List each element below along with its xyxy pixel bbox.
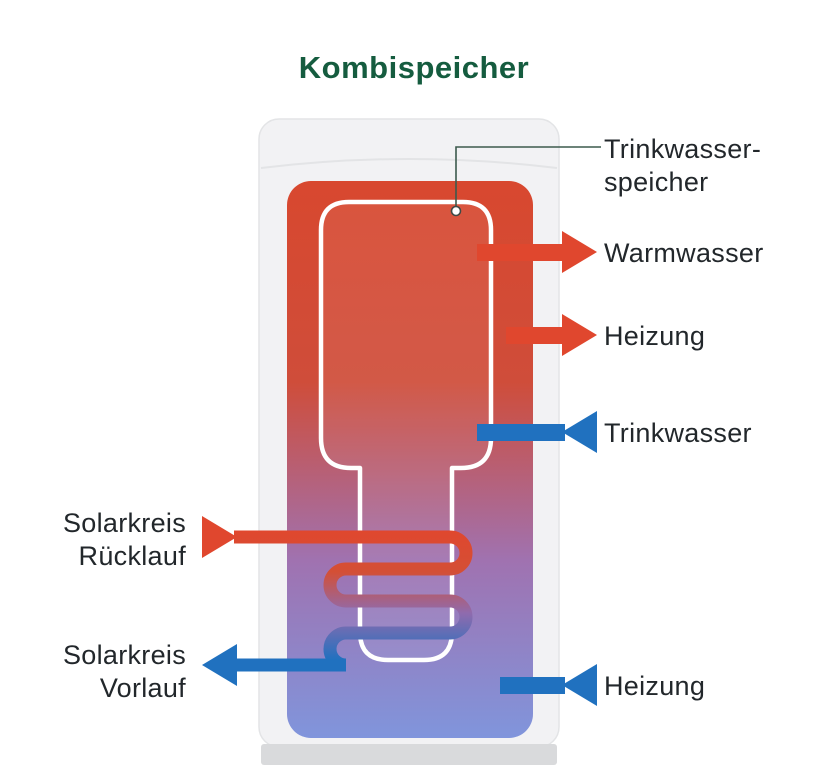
arrow-shaft — [477, 424, 565, 441]
trinkwasser-arrow — [477, 411, 597, 453]
label-heizung-return: Heizung — [604, 671, 706, 701]
label-solarkreis-vorlauf-line1: Solarkreis — [62, 640, 186, 670]
page-title: Kombispeicher — [298, 50, 530, 85]
label-warmwasser: Warmwasser — [604, 238, 764, 268]
arrow-head — [562, 314, 597, 356]
tank-base — [261, 744, 557, 765]
tank-lid-seam — [260, 158, 558, 169]
arrow-head — [562, 231, 597, 273]
arrow-head — [562, 664, 597, 706]
arrow-head — [562, 411, 597, 453]
solar-coil — [234, 530, 473, 672]
solar-vorlauf-arrow-head — [202, 644, 237, 686]
label-heizung-supply: Heizung — [604, 321, 706, 351]
label-solarkreis-ruecklauf-line1: Solarkreis — [62, 508, 186, 538]
label-solarkreis-vorlauf-line2: Vorlauf — [99, 673, 186, 703]
label-trinkwasserspeicher-line2: speicher — [604, 167, 709, 197]
arrow-shaft — [477, 244, 564, 261]
label-solarkreis-vorlauf: Solarkreis Vorlauf — [22, 639, 186, 705]
label-trinkwasserspeicher-line1: Trinkwasser- — [604, 134, 762, 164]
arrow-shaft — [500, 677, 565, 694]
inner-vessel-outline — [318, 199, 494, 663]
label-trinkwasserspeicher: Trinkwasser- speicher — [604, 133, 761, 199]
solar-ruecklauf-arrow-head — [202, 516, 237, 558]
arrow-shaft — [506, 327, 564, 344]
label-trinkwasser: Trinkwasser — [604, 418, 752, 448]
label-solarkreis-ruecklauf: Solarkreis Rücklauf — [22, 507, 186, 573]
leader-line — [455, 146, 601, 206]
heizung-return-arrow — [500, 664, 597, 706]
leader-dot — [450, 205, 462, 217]
warmwasser-arrow — [477, 231, 597, 273]
label-solarkreis-ruecklauf-line2: Rücklauf — [78, 541, 186, 571]
heizung-supply-arrow — [506, 314, 597, 356]
